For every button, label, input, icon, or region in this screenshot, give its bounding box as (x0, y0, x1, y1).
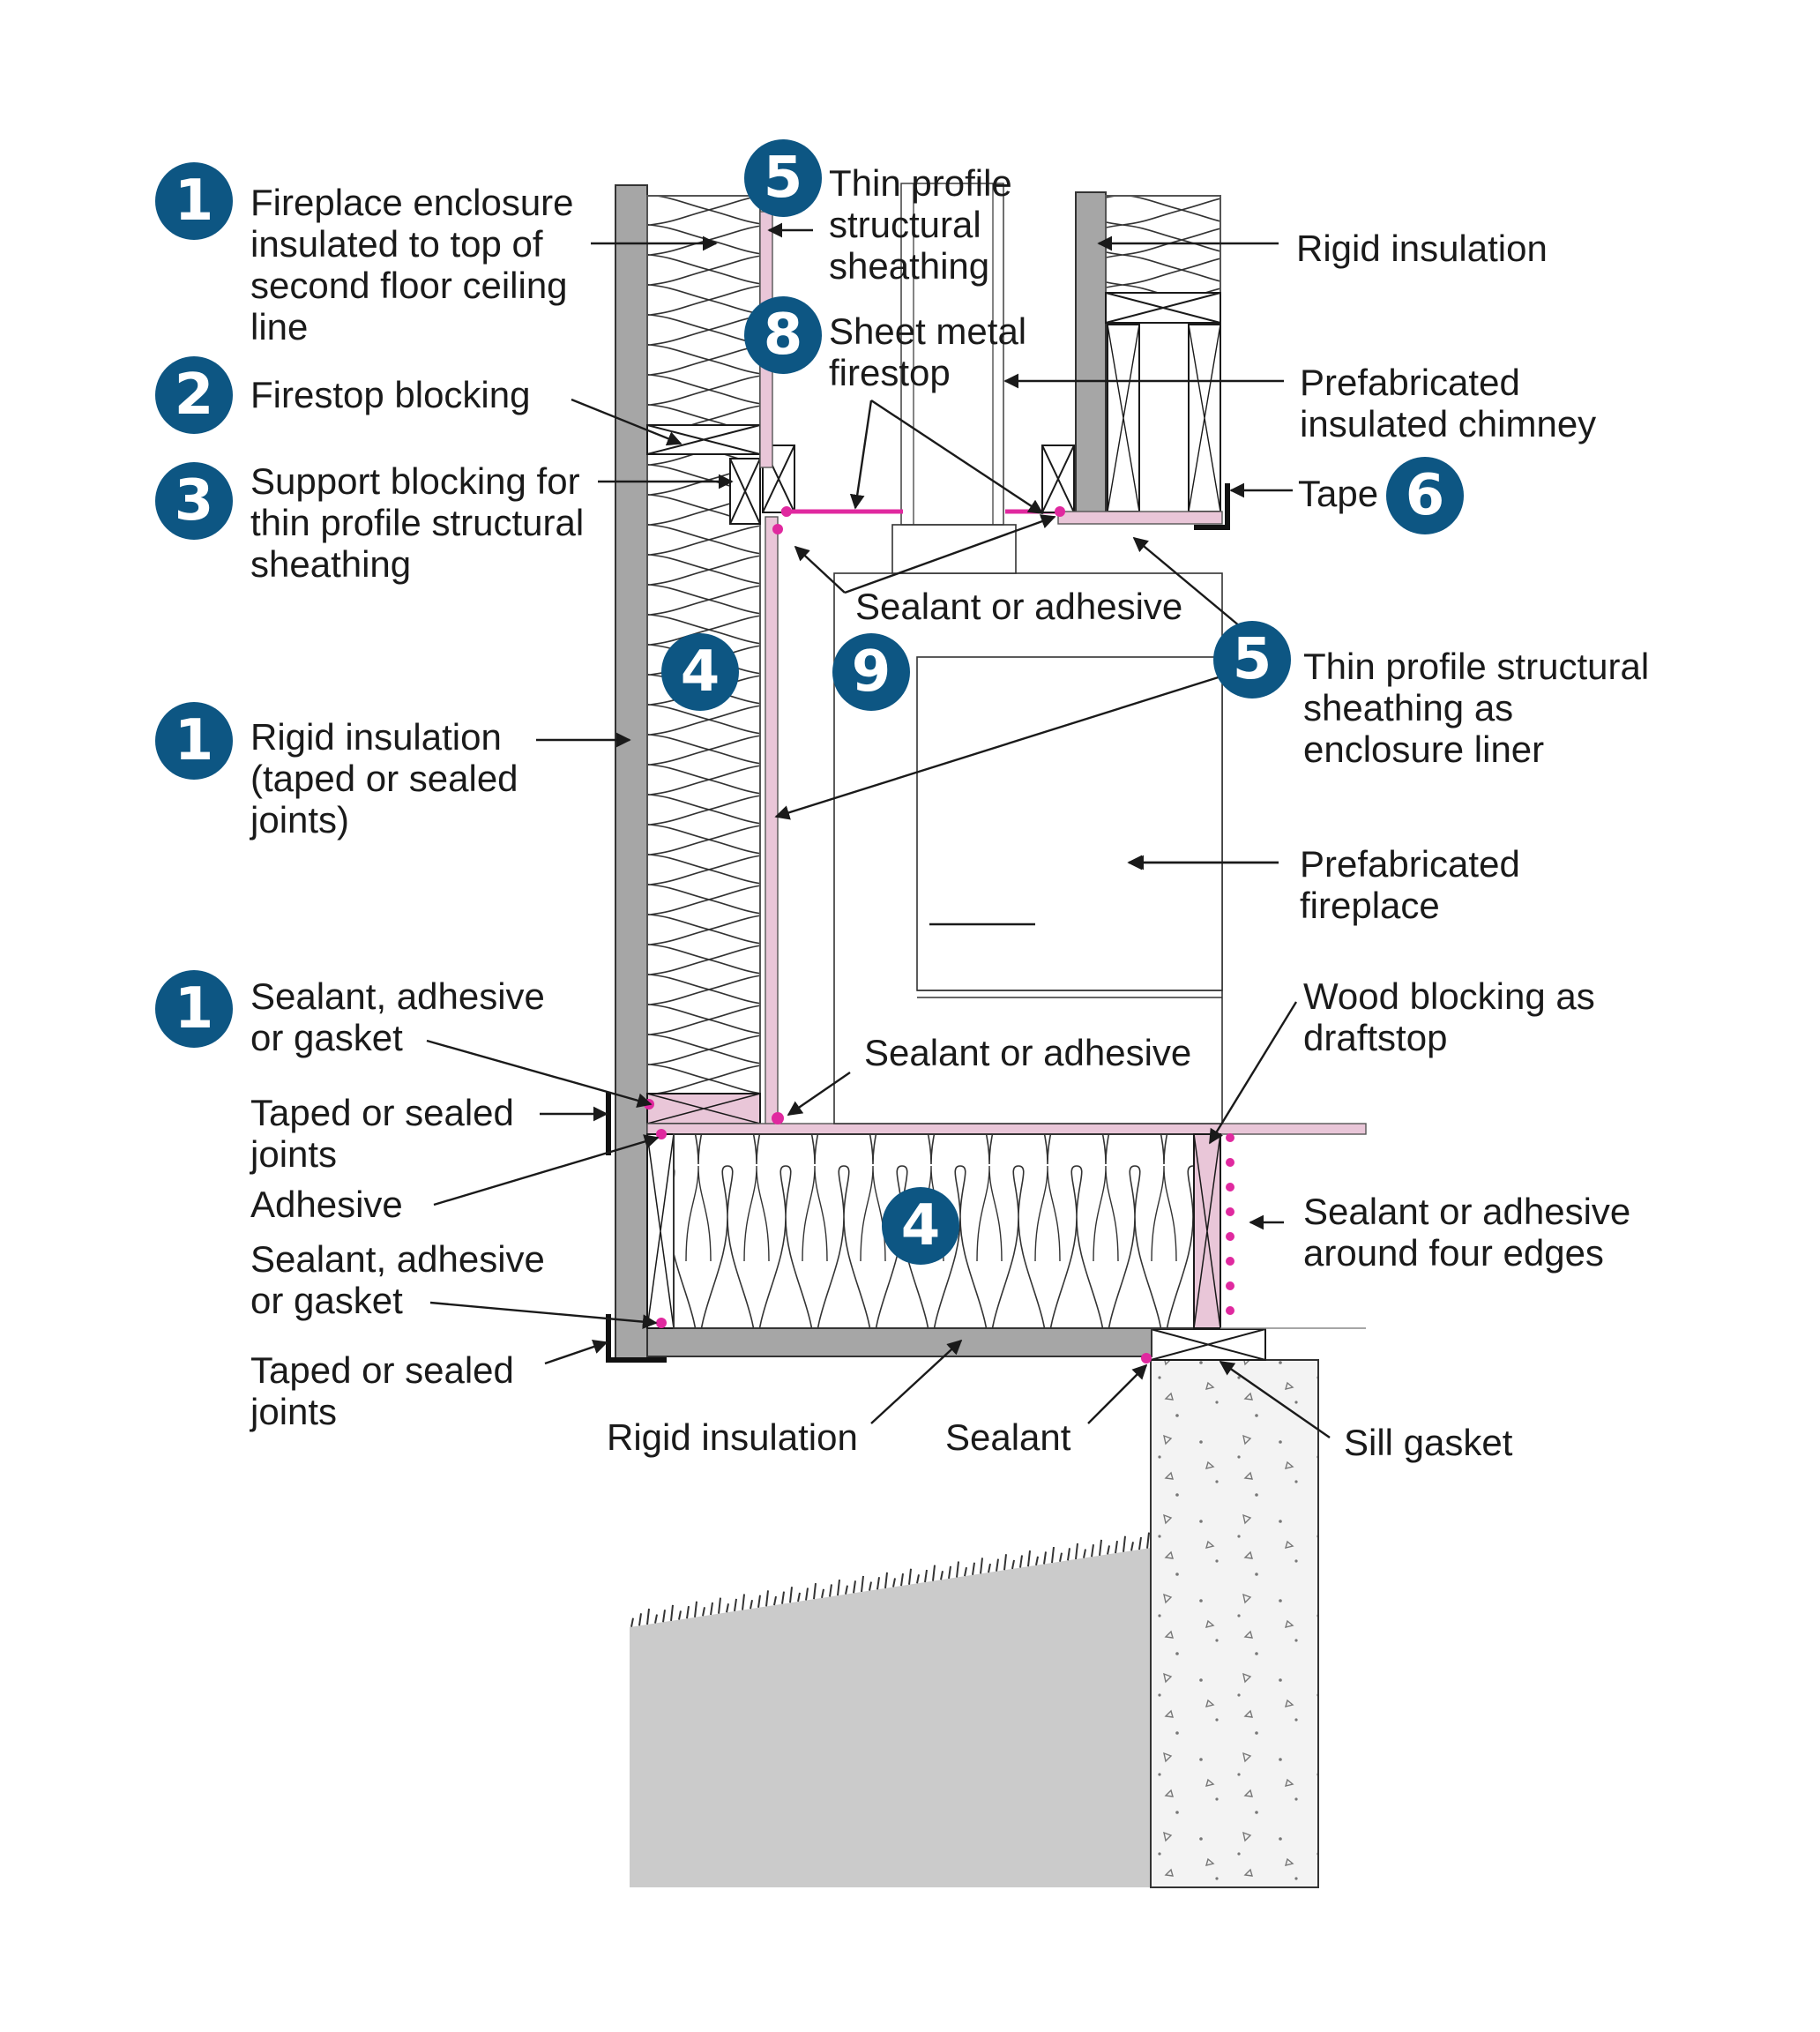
callout-badge-8: 8 (744, 296, 822, 374)
label-wood-blocking: Wood blocking as draftstop (1303, 975, 1595, 1058)
label-rigid-insulation: Rigid insulation (1296, 228, 1548, 269)
callout-badge-5: 5 (1213, 621, 1291, 698)
callout-badge-5: 5 (744, 139, 822, 217)
label-sealant-adhesive-gasket: Sealant, adhesive or gasket (250, 1238, 545, 1321)
label-prefab-chimney: Prefabricated insulated chimney (1300, 362, 1597, 444)
callout-badge-6: 6 (1386, 457, 1464, 534)
label-sealant-adhesive-gasket: Sealant, adhesive or gasket (250, 975, 545, 1058)
label-sealant-or-adhesive: Sealant or adhesive (855, 586, 1183, 627)
label-sill-gasket: Sill gasket (1344, 1422, 1513, 1463)
label-fireplace-enclosure: Fireplace enclosure insulated to top of … (250, 182, 574, 347)
label-adhesive: Adhesive (250, 1184, 403, 1225)
label-thin-profile-liner: Thin profile structural sheathing as enc… (1303, 646, 1650, 770)
label-taped-sealed-joints: Taped or sealed joints (250, 1092, 514, 1175)
label-sheet-metal-firestop: Sheet metal firestop (829, 310, 1027, 393)
callout-badge-1: 1 (155, 162, 233, 240)
callout-badge-9: 9 (832, 633, 910, 711)
label-rigid-insulation: Rigid insulation (607, 1416, 858, 1458)
label-rigid-insulation-joints: Rigid insulation (taped or sealed joints… (250, 716, 518, 840)
callout-badge-1: 1 (155, 702, 233, 780)
label-prefab-fireplace: Prefabricated fireplace (1300, 843, 1520, 926)
callout-badge-4: 4 (882, 1187, 959, 1265)
label-taped-sealed-joints: Taped or sealed joints (250, 1349, 514, 1432)
label-sealant: Sealant (945, 1416, 1071, 1458)
label-tape: Tape (1298, 473, 1379, 514)
callout-badge-3: 3 (155, 462, 233, 540)
callout-badge-1: 1 (155, 970, 233, 1048)
label-support-blocking: Support blocking for thin profile struct… (250, 460, 585, 585)
label-firestop-blocking: Firestop blocking (250, 374, 531, 415)
label-sealant-four-edges: Sealant or adhesive around four edges (1303, 1191, 1631, 1274)
callout-badge-4: 4 (661, 633, 739, 711)
label-thin-profile-sheathing: Thin profile structural sheathing (829, 162, 1012, 287)
label-sealant-or-adhesive: Sealant or adhesive (864, 1032, 1192, 1073)
callout-badge-2: 2 (155, 356, 233, 434)
